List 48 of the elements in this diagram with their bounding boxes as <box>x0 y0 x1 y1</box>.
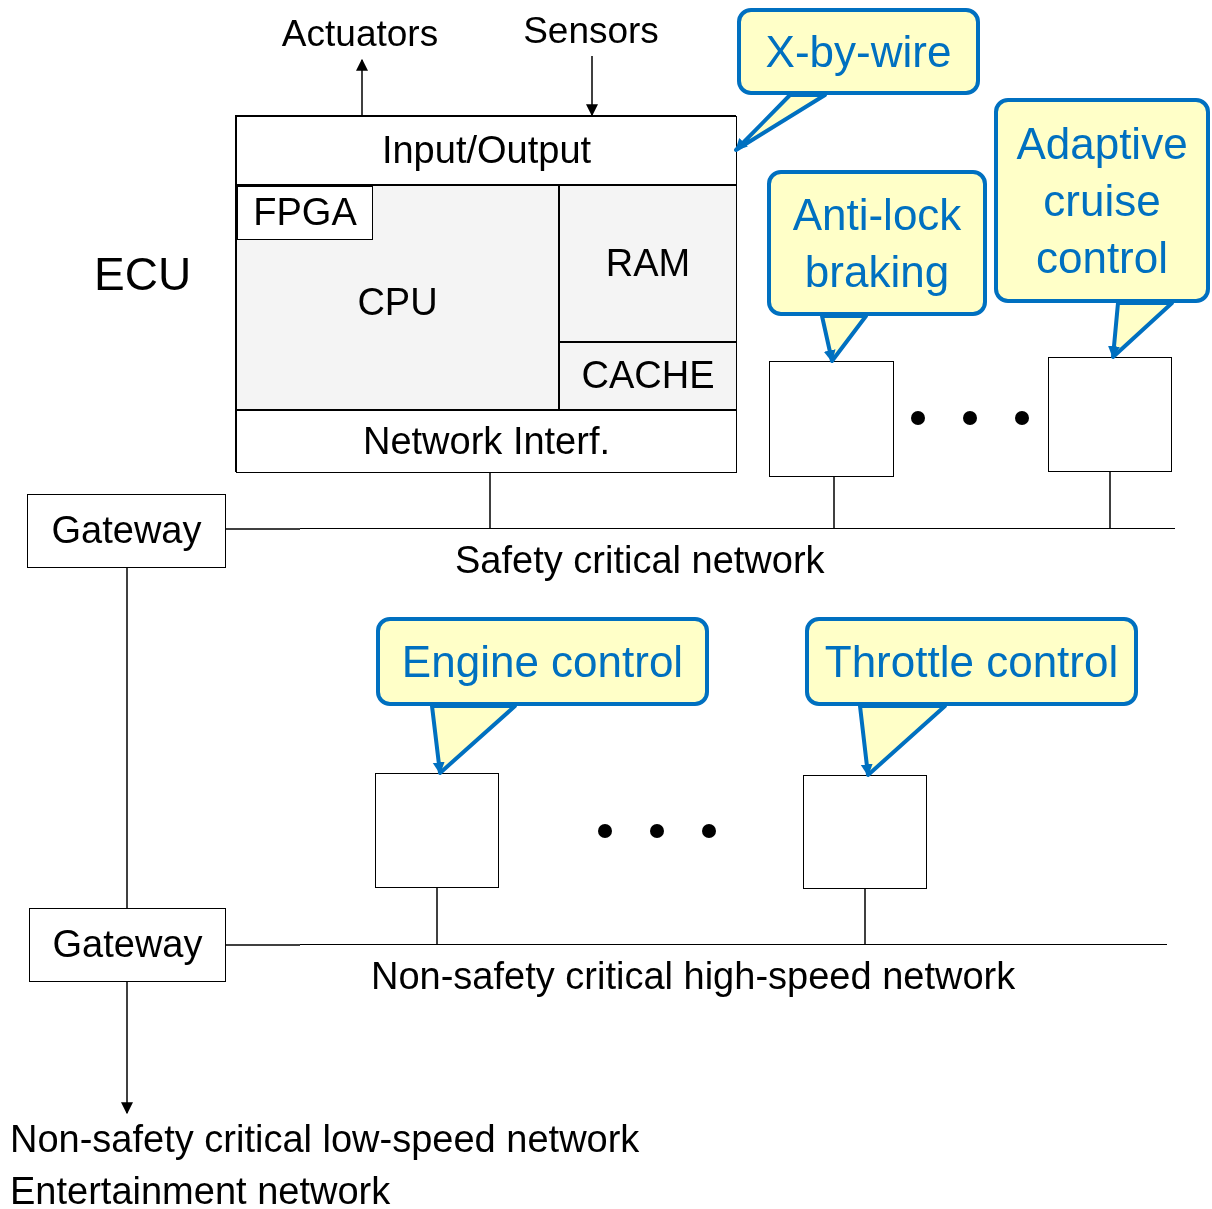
component-label: FPGA <box>253 190 357 236</box>
network-label: Safety critical network <box>455 539 825 582</box>
callout-text: Adaptive cruise control <box>1015 117 1189 285</box>
component-cell <box>559 185 737 342</box>
network-label: Entertainment network <box>10 1169 392 1209</box>
callout-text: Anti-lock braking <box>791 188 963 298</box>
speech-callout <box>994 98 1210 303</box>
component-label: Gateway <box>52 922 203 968</box>
connector-line <box>126 567 128 909</box>
component-cell <box>236 410 737 473</box>
component-label: CACHE <box>581 353 715 399</box>
callout-text: X-by-wire <box>765 25 952 78</box>
network-label: Non-safety critical low-speed network <box>10 1117 641 1162</box>
arrow <box>356 58 368 116</box>
arrow <box>586 55 598 117</box>
ecu-box <box>769 361 894 477</box>
connector-line <box>225 944 301 946</box>
component-label: Gateway <box>51 508 202 554</box>
ecu-box <box>1048 357 1172 472</box>
component-cell <box>237 186 373 240</box>
connector-line <box>864 888 866 945</box>
connector-line <box>1109 471 1111 529</box>
component-label: RAM <box>605 240 691 286</box>
network-label: Non-safety critical high-speed network <box>371 955 1016 998</box>
io-label: Actuators <box>281 11 439 56</box>
ecu-box <box>803 775 927 889</box>
gateway-box <box>29 908 226 982</box>
ecu-label: ECU <box>94 247 192 301</box>
speech-callout <box>767 170 987 316</box>
processor-area <box>236 185 559 410</box>
gateway-box <box>27 494 226 568</box>
callout-pointer <box>858 704 947 777</box>
component-cell <box>559 342 737 410</box>
connector-line <box>225 528 301 530</box>
callout-text: Throttle control <box>824 635 1119 688</box>
arrow <box>121 981 133 1115</box>
connector-line <box>489 471 491 529</box>
callout-text: Engine control <box>401 635 684 688</box>
component-label: Input/Output <box>381 127 592 173</box>
connector-line <box>833 476 835 529</box>
connector-line <box>436 887 438 945</box>
component-label: Network Interf. <box>362 418 611 464</box>
ecu-box <box>375 773 499 888</box>
component-cell <box>236 116 737 185</box>
callout-pointer <box>430 704 517 775</box>
callout-pointer <box>1108 301 1174 359</box>
component-label: CPU <box>357 280 438 324</box>
io-label: Sensors <box>523 8 659 53</box>
